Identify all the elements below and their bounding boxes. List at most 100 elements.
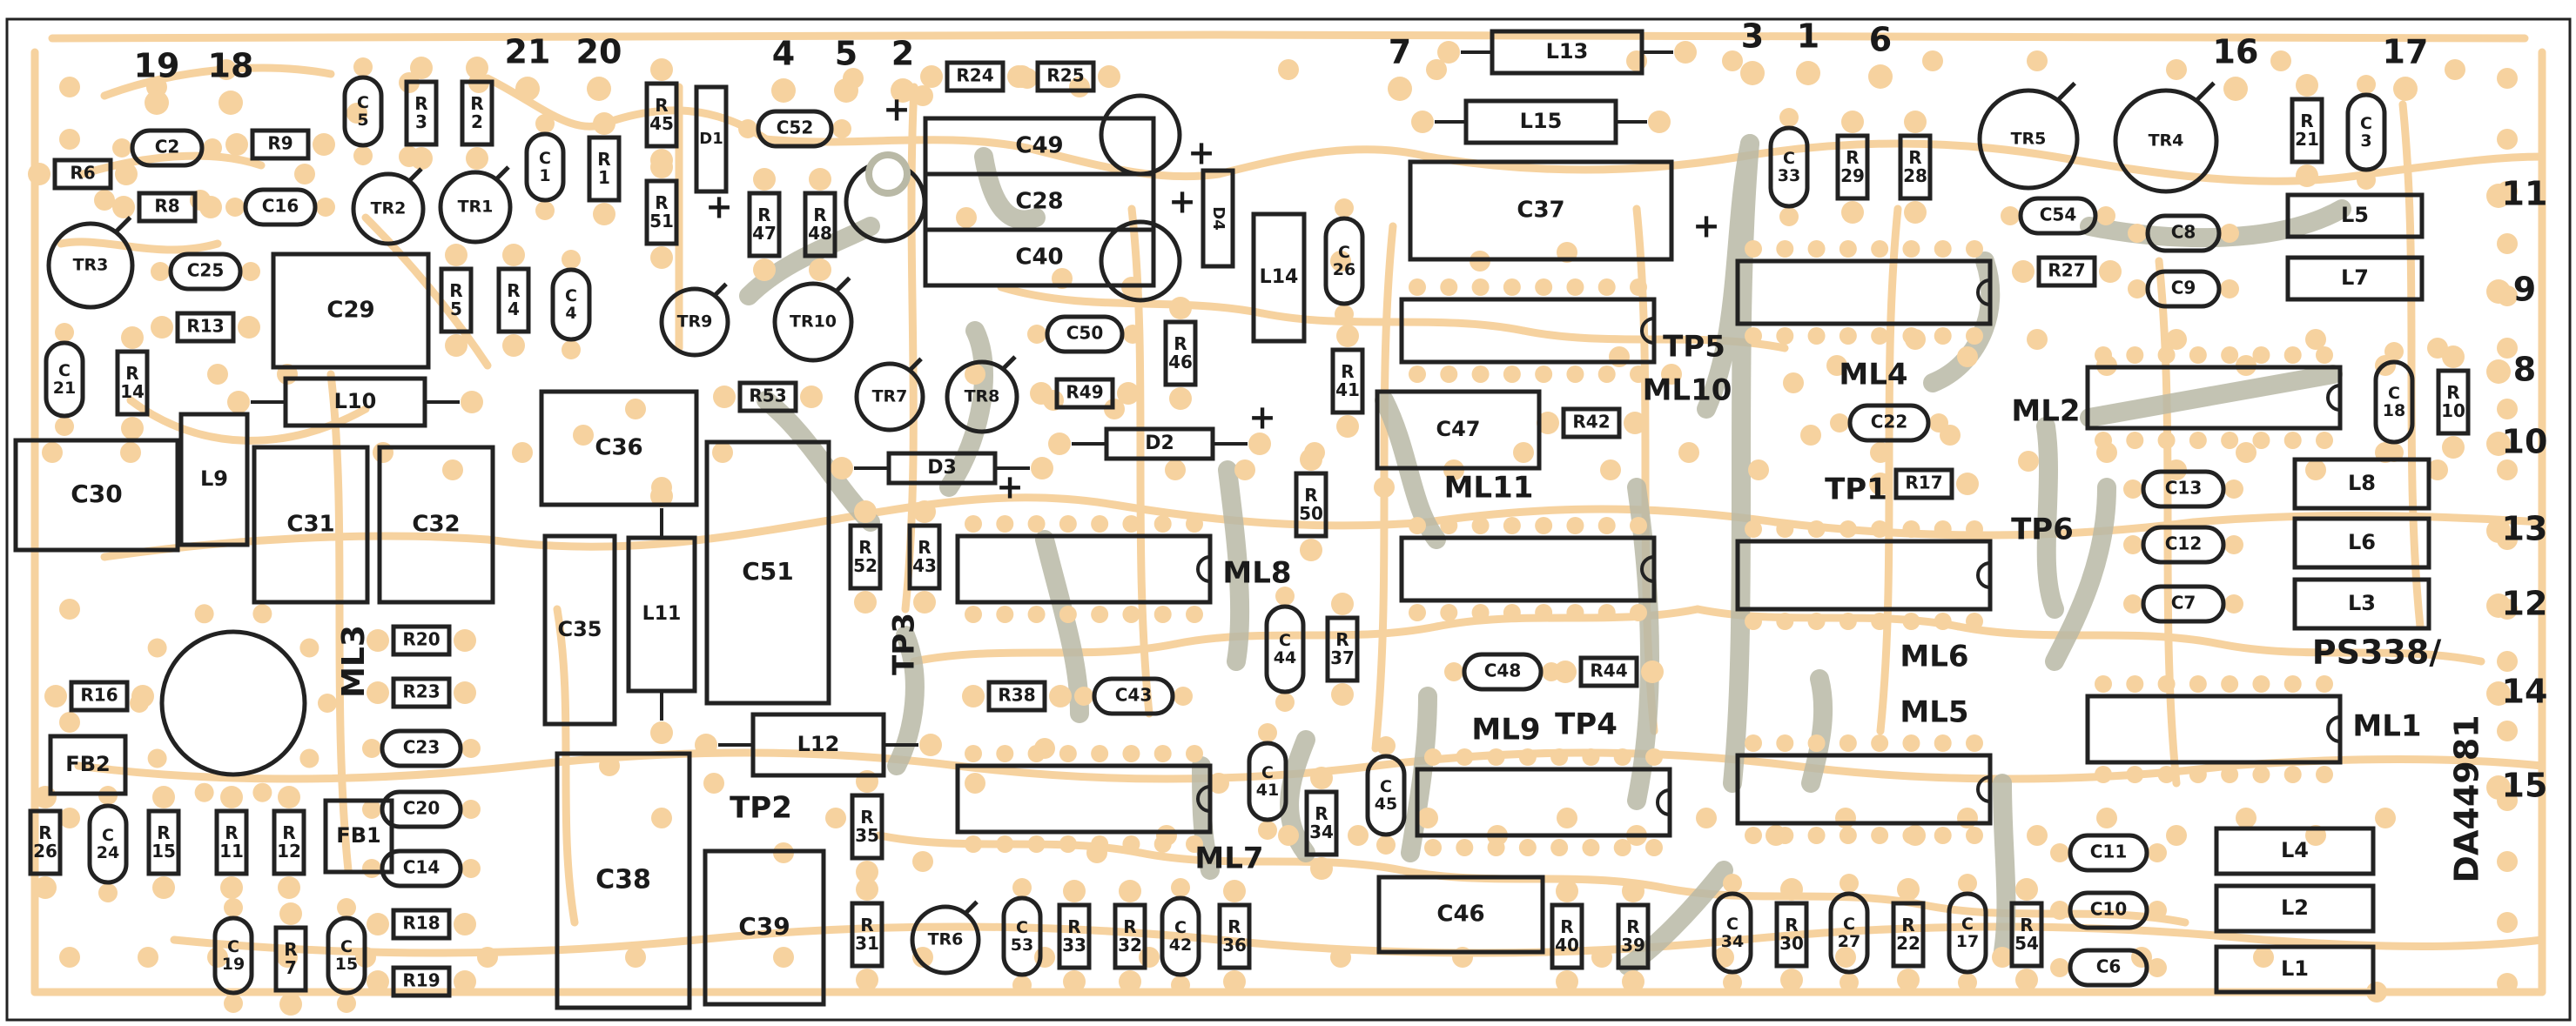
component-c31 — [252, 445, 370, 605]
label-c11: C11 — [2090, 842, 2128, 862]
label-c39: C39 — [738, 912, 790, 941]
ic-notch — [2326, 715, 2341, 743]
solder-pad — [1556, 880, 1578, 902]
label-l4: L4 — [2281, 838, 2309, 862]
solder-pad — [466, 57, 488, 79]
solder-pad — [2221, 432, 2239, 449]
label-d3: D3 — [927, 457, 957, 479]
solder-pad — [2050, 901, 2069, 920]
solder-pad — [220, 876, 243, 899]
solder-pad — [1388, 77, 1412, 101]
label-r53: R53 — [749, 386, 786, 406]
solder-pad — [771, 78, 796, 103]
component-ml9 — [1415, 767, 1672, 838]
solder-pad — [1153, 745, 1172, 762]
component-r53 — [737, 380, 798, 413]
solder-pad — [1074, 687, 1093, 706]
component-c30 — [13, 438, 180, 553]
component-r8 — [137, 191, 198, 224]
polarity-plus: + — [1187, 134, 1215, 172]
solder-pad — [800, 386, 823, 408]
component-c25 — [168, 251, 243, 292]
track — [1737, 139, 2059, 161]
solder-pad — [1934, 827, 1952, 844]
component-l7 — [2285, 255, 2425, 302]
solder-pad — [1300, 448, 1322, 471]
solder-pad — [362, 800, 381, 819]
solder-pad — [337, 898, 356, 917]
solder-pad — [573, 425, 594, 446]
solder-pad — [515, 77, 540, 101]
solder-pad — [1613, 839, 1631, 856]
solder-pad — [1740, 61, 1765, 85]
component-c42 — [1160, 895, 1201, 977]
solder-pad — [1098, 65, 1120, 88]
solder-pad — [1966, 613, 1983, 630]
solder-pad — [2497, 68, 2518, 89]
component-r19 — [391, 965, 452, 998]
solder-pad — [2157, 346, 2176, 364]
solder-pad — [2015, 969, 2038, 991]
solder-pad — [1275, 587, 1295, 606]
component-c40 — [923, 227, 1156, 288]
solder-pad — [1630, 278, 1647, 296]
label-r44: R44 — [1590, 661, 1627, 681]
solder-pad — [1487, 839, 1505, 856]
label-l2: L2 — [2281, 895, 2309, 920]
solder-pad — [854, 591, 877, 614]
solder-pad — [252, 782, 272, 802]
solder-pad — [1745, 613, 1762, 630]
solder-pad — [145, 91, 169, 115]
solder-pad — [1902, 520, 1920, 538]
solder-pad — [2384, 342, 2404, 361]
solder-pad — [2221, 346, 2239, 364]
transistor-tab — [1001, 355, 1017, 371]
solder-pad — [353, 57, 373, 77]
component-c8 — [2145, 213, 2222, 253]
label-c51: C51 — [742, 557, 794, 586]
solder-pad — [1839, 327, 1857, 345]
label-l10: L10 — [334, 389, 377, 413]
transistor-tab — [908, 357, 923, 372]
track — [1214, 145, 1432, 178]
solder-pad — [1122, 515, 1140, 533]
solder-pad — [112, 196, 135, 218]
solder-pad — [1841, 201, 1864, 224]
solder-pad — [1186, 745, 1203, 762]
solder-pad — [1745, 734, 1762, 752]
solder-pad — [1597, 365, 1616, 383]
solder-pad — [98, 883, 118, 902]
jumper — [1993, 774, 2016, 967]
component-r40 — [1550, 902, 1584, 970]
solder-pad — [1957, 346, 1978, 367]
solder-pad — [220, 786, 243, 808]
solder-pad — [1336, 415, 1359, 438]
solder-pad — [753, 168, 776, 191]
track — [1954, 622, 2224, 648]
component-l10 — [283, 376, 427, 428]
label-tr6: TR6 — [928, 930, 964, 949]
solder-pad — [1745, 520, 1762, 538]
label-ml7: ML7 — [1194, 842, 1263, 876]
label-tr3: TR3 — [73, 256, 109, 275]
solder-pad — [1456, 839, 1474, 856]
solder-pad — [1622, 970, 1644, 993]
solder-pad — [1904, 201, 1927, 224]
solder-pad — [1409, 604, 1426, 621]
label-r19: R19 — [402, 970, 440, 991]
solder-pad — [1745, 327, 1762, 345]
ic-notch — [1976, 775, 1991, 803]
solder-pad — [1012, 976, 1032, 995]
solder-pad — [1409, 517, 1426, 534]
solder-pads — [28, 41, 2518, 1016]
solder-pad — [2316, 346, 2333, 364]
label-fb1: FB1 — [336, 823, 380, 848]
solder-pad — [2224, 479, 2243, 499]
solder-pad — [59, 77, 80, 97]
component-l13 — [1490, 29, 1644, 76]
solder-pad — [2357, 75, 2376, 94]
solder-pad — [562, 250, 581, 269]
